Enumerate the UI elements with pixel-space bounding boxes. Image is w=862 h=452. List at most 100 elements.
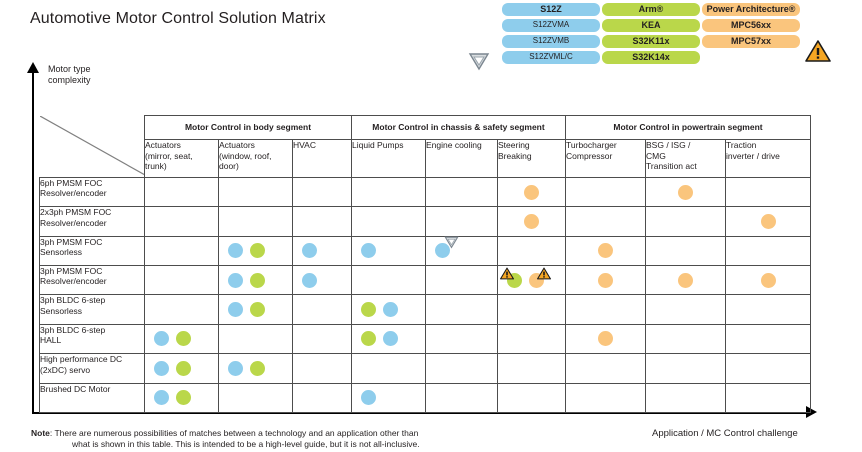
support-dot-blue[interactable] — [154, 390, 169, 406]
matrix-cell[interactable] — [351, 176, 426, 208]
matrix-cell[interactable] — [565, 323, 647, 355]
support-dot-blue[interactable] — [228, 243, 243, 259]
matrix-cell[interactable] — [496, 206, 567, 237]
matrix-cell[interactable] — [496, 323, 567, 355]
matrix-cell[interactable] — [351, 294, 426, 325]
matrix-cell[interactable] — [218, 235, 293, 266]
matrix-cell[interactable] — [565, 353, 647, 384]
matrix-cell[interactable] — [218, 176, 293, 208]
support-dot-orange[interactable] — [598, 272, 614, 288]
matrix-cell[interactable] — [425, 353, 498, 384]
matrix-cell[interactable] — [292, 176, 352, 208]
legend-chip[interactable]: S12ZVMB — [502, 35, 600, 48]
matrix-cell[interactable] — [144, 382, 219, 414]
matrix-cell[interactable] — [725, 323, 812, 355]
matrix-cell[interactable] — [351, 382, 426, 414]
support-dot-green[interactable] — [500, 267, 522, 288]
matrix-cell[interactable] — [292, 353, 352, 384]
matrix-cell[interactable] — [218, 353, 293, 384]
matrix-cell[interactable] — [218, 294, 293, 325]
legend-chip[interactable]: MPC56xx — [702, 19, 800, 32]
matrix-cell[interactable] — [351, 323, 426, 355]
matrix-cell[interactable] — [144, 264, 219, 296]
legend-chip[interactable]: S12ZVMA — [502, 19, 600, 32]
support-dot-green[interactable] — [361, 302, 376, 318]
matrix-cell[interactable] — [351, 235, 426, 266]
matrix-cell[interactable] — [144, 235, 219, 266]
legend-chip[interactable]: S32K14x — [602, 51, 700, 64]
support-dot-green[interactable] — [176, 331, 191, 347]
matrix-cell[interactable] — [645, 264, 727, 296]
matrix-cell[interactable] — [565, 382, 647, 414]
matrix-cell[interactable] — [645, 353, 727, 384]
matrix-cell[interactable] — [645, 235, 727, 266]
matrix-cell[interactable] — [645, 206, 727, 237]
support-dot-orange[interactable] — [524, 213, 539, 229]
support-dot-green[interactable] — [361, 331, 376, 347]
matrix-cell[interactable] — [425, 176, 498, 208]
matrix-cell[interactable] — [292, 382, 352, 414]
matrix-cell[interactable] — [496, 353, 567, 384]
support-dot-orange[interactable] — [598, 331, 614, 347]
matrix-cell[interactable] — [565, 206, 647, 237]
legend-chip[interactable]: S32K11x — [602, 35, 700, 48]
matrix-cell[interactable] — [425, 206, 498, 237]
matrix-cell[interactable] — [645, 382, 727, 414]
matrix-cell[interactable] — [425, 264, 498, 296]
support-dot-blue[interactable] — [435, 236, 459, 259]
support-dot-blue[interactable] — [154, 331, 169, 347]
support-dot-blue[interactable] — [302, 272, 317, 288]
matrix-cell[interactable] — [144, 353, 219, 384]
matrix-cell[interactable] — [292, 206, 352, 237]
matrix-cell[interactable] — [218, 264, 293, 296]
matrix-cell[interactable] — [496, 235, 567, 266]
matrix-cell[interactable] — [645, 294, 727, 325]
matrix-cell[interactable] — [496, 294, 567, 325]
matrix-cell[interactable] — [144, 206, 219, 237]
matrix-cell[interactable] — [425, 382, 498, 414]
matrix-cell[interactable] — [725, 294, 812, 325]
support-dot-green[interactable] — [250, 360, 265, 376]
legend-chip[interactable]: Power Architecture® — [702, 3, 800, 16]
support-dot-green[interactable] — [176, 390, 191, 406]
matrix-cell[interactable] — [496, 176, 567, 208]
support-dot-orange[interactable] — [524, 184, 539, 200]
matrix-cell[interactable] — [425, 294, 498, 325]
support-dot-blue[interactable] — [228, 272, 243, 288]
legend-chip[interactable]: MPC57xx — [702, 35, 800, 48]
support-dot-orange[interactable] — [760, 213, 776, 229]
matrix-cell[interactable] — [292, 264, 352, 296]
matrix-cell[interactable] — [496, 382, 567, 414]
support-dot-orange[interactable] — [598, 243, 614, 259]
support-dot-blue[interactable] — [383, 302, 398, 318]
matrix-cell[interactable] — [725, 353, 812, 384]
matrix-cell[interactable] — [565, 294, 647, 325]
support-dot-blue[interactable] — [361, 390, 376, 406]
matrix-cell[interactable] — [565, 264, 647, 296]
matrix-cell[interactable] — [292, 323, 352, 355]
legend-chip[interactable]: S12Z — [502, 3, 600, 16]
matrix-cell[interactable] — [425, 235, 498, 266]
matrix-cell[interactable] — [218, 323, 293, 355]
matrix-cell[interactable] — [565, 176, 647, 208]
matrix-cell[interactable] — [292, 294, 352, 325]
support-dot-orange[interactable] — [529, 267, 551, 288]
matrix-cell[interactable] — [496, 264, 567, 296]
matrix-cell[interactable] — [218, 382, 293, 414]
matrix-cell[interactable] — [725, 382, 812, 414]
matrix-cell[interactable] — [218, 206, 293, 237]
matrix-cell[interactable] — [725, 264, 812, 296]
matrix-cell[interactable] — [144, 294, 219, 325]
support-dot-green[interactable] — [250, 272, 265, 288]
legend-chip[interactable]: S12ZVML/C — [502, 51, 600, 64]
matrix-cell[interactable] — [144, 323, 219, 355]
support-dot-blue[interactable] — [302, 243, 317, 259]
support-dot-orange[interactable] — [760, 272, 776, 288]
matrix-cell[interactable] — [565, 235, 647, 266]
matrix-cell[interactable] — [725, 176, 812, 208]
matrix-cell[interactable] — [351, 353, 426, 384]
matrix-cell[interactable] — [725, 206, 812, 237]
support-dot-green[interactable] — [250, 302, 265, 318]
matrix-cell[interactable] — [144, 176, 219, 208]
matrix-cell[interactable] — [645, 323, 727, 355]
